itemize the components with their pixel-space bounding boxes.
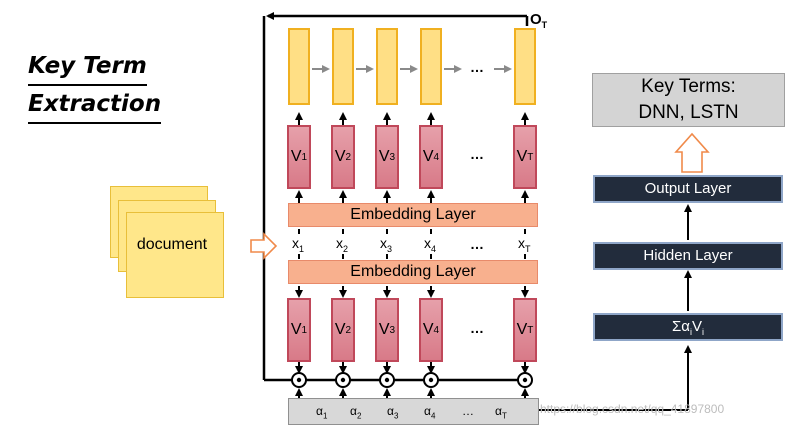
- weighted-sum-box: ΣαiVi: [593, 313, 783, 341]
- output-layer-box: Output Layer: [593, 175, 783, 203]
- input-x3: x3: [380, 235, 393, 254]
- attention-connector: [539, 345, 692, 411]
- column-arrows: [295, 112, 529, 398]
- key-terms-line-1: Key Terms:: [641, 76, 736, 97]
- embedding-layer-bottom: Embedding Layer: [288, 260, 538, 284]
- alpha-ellipsis: …: [462, 404, 474, 418]
- document-sheet-front: [126, 212, 224, 298]
- input-ellipsis: …: [470, 236, 484, 252]
- output-sequence-label: OT: [530, 11, 548, 30]
- encoder-cell-4: [420, 28, 442, 105]
- encoder-ellipsis: …: [470, 59, 484, 75]
- input-x1: x1: [292, 235, 305, 254]
- watermark-url: https://blog.csdn.net/qq_41897800: [540, 402, 725, 416]
- input-xt: xT: [518, 235, 531, 254]
- attention-weights-box: [288, 398, 539, 425]
- v-top-ellipsis: …: [470, 146, 484, 162]
- alpha-2: α2: [350, 404, 362, 421]
- circle-dot-operators: [291, 372, 533, 388]
- encoder-cell-1: [288, 28, 310, 105]
- alpha-t: αT: [495, 404, 507, 421]
- title-line-2: Extraction: [28, 86, 162, 124]
- hollow-arrow-input: [250, 232, 278, 260]
- v-bottom-ellipsis: …: [470, 320, 484, 336]
- key-terms-line-2: DNN, LSTN: [638, 102, 739, 123]
- diagram-title: Key Term Extraction: [28, 48, 178, 124]
- document-label: document: [136, 236, 208, 253]
- input-x4: x4: [424, 235, 437, 254]
- hollow-arrow-output: [674, 132, 710, 173]
- key-terms-output-box: Key Terms: DNN, LSTN: [592, 73, 785, 127]
- alpha-4: α4: [424, 404, 436, 421]
- encoder-cell-3: [376, 28, 398, 105]
- encoder-cell-t: [514, 28, 536, 105]
- feedback-loop: [262, 12, 530, 382]
- hidden-layer-box: Hidden Layer: [593, 242, 783, 270]
- title-line-1: Key Term: [28, 48, 147, 86]
- alpha-1: α1: [316, 404, 328, 421]
- input-x2: x2: [336, 235, 349, 254]
- encoder-cell-2: [332, 28, 354, 105]
- embedding-layer-top: Embedding Layer: [288, 203, 538, 227]
- alpha-3: α3: [387, 404, 399, 421]
